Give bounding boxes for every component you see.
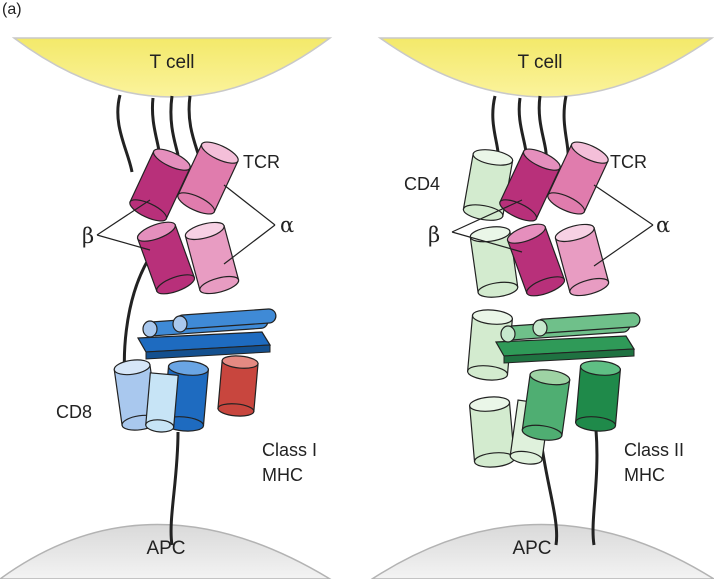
alpha-label: α (656, 213, 670, 237)
apc-label: APC (512, 538, 551, 559)
tcr-beta-chain (499, 148, 566, 297)
tcr-beta-domain (499, 148, 561, 222)
tcr-alpha-chain (547, 141, 610, 297)
t-cell-label: T cell (517, 52, 562, 73)
mhc-label: MHC (624, 465, 665, 485)
tcr-beta-chain (129, 148, 196, 295)
cd4-domain (469, 226, 519, 298)
alpha-label: α (280, 213, 294, 237)
beta-label: β (82, 224, 94, 248)
left-panel: T cell TCR β α CD8 Class I MHC APC (0, 37, 333, 579)
mhc-label: MHC (262, 465, 303, 485)
apc-membrane (0, 523, 332, 579)
class-ii-label: Class II (624, 440, 684, 460)
tcr-beta-domain (136, 221, 196, 295)
class-ii-mhc (494, 312, 641, 441)
t-cell-membrane (11, 37, 333, 98)
cd4-label: CD4 (404, 174, 440, 194)
t-cell-label: T cell (149, 52, 194, 73)
tcr-alpha-domain (184, 221, 240, 295)
chain-pointers (96, 184, 276, 265)
tcr-alpha-chain (177, 141, 240, 295)
mhc-helix (532, 312, 641, 337)
panel-label: (a) (2, 1, 22, 18)
tcr-label: TCR (243, 152, 280, 172)
tcr-beta-domain (506, 223, 566, 297)
chain-pointers (451, 184, 654, 267)
mhc-helix (172, 308, 277, 333)
tcr-alpha-domain (554, 223, 610, 297)
cd4-domain (468, 396, 516, 468)
class-i-label: Class I (262, 440, 317, 460)
cd8-domain (145, 372, 179, 433)
class-ii-beta2-domain (574, 360, 622, 432)
cd8-label: CD8 (56, 402, 92, 422)
t-cell-membrane (377, 37, 714, 98)
class-ii-alpha2-domain (521, 369, 571, 441)
tcr-label: TCR (610, 152, 647, 172)
right-panel: T cell TCR CD4 β α Class II MHC APC (370, 37, 714, 579)
beta-label: β (428, 223, 440, 247)
beta2-microglobulin (217, 355, 259, 417)
cd8-coreceptor (113, 359, 179, 433)
apc-membrane (370, 523, 714, 579)
apc-label: APC (146, 538, 185, 559)
tcr-alpha-domain (177, 141, 239, 215)
